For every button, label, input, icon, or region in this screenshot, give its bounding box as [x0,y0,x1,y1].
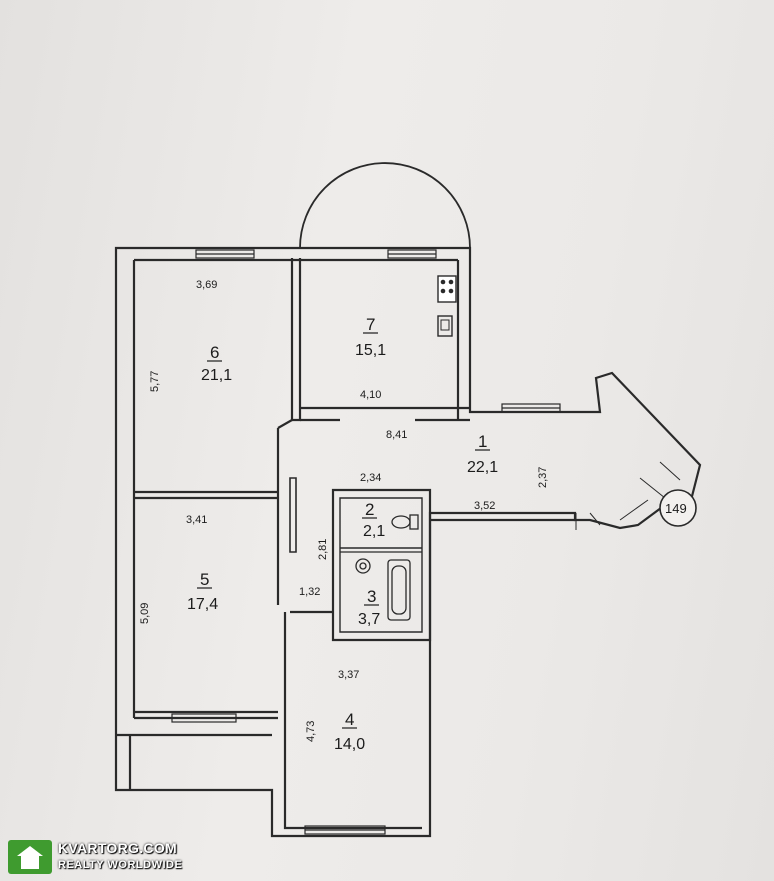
dim-corridor: 3,52 [474,500,495,512]
room-7-number: 7 [366,315,375,334]
toilet-icon [391,514,419,530]
dim-bath-length: 2,81 [317,539,329,560]
dim-room5-length: 5,09 [139,603,151,624]
room-3-area: 3,7 [358,611,380,628]
room-4-area: 14,0 [334,736,365,753]
apartment-number-marker: 149 [659,489,697,527]
dim-room7-width: 4,10 [360,389,381,401]
dim-hall-length: 8,41 [386,429,407,441]
dim-hall-inner: 2,34 [360,472,381,484]
room-5-number: 5 [200,570,209,589]
room-1-area: 22,1 [467,459,498,476]
stove-icon [437,275,457,303]
room-4-number: 4 [345,710,354,729]
walls [114,162,702,838]
room-labels: 6 21,1 7 15,1 1 22,1 2 2,1 3 3,7 5 17,4 … [187,315,498,753]
house-icon [8,840,52,874]
dim-passage: 1,32 [299,586,320,598]
dim-room6-width: 3,69 [196,279,217,291]
bathtub-icon [387,559,411,621]
room-number-underlines [197,332,490,729]
dim-room5-width: 3,41 [186,514,207,526]
apartment-number: 149 [665,501,687,516]
dimension-labels: 3,69 5,77 4,10 8,41 2,37 2,34 3,52 3,41 … [139,279,549,742]
room-1-number: 1 [478,432,487,451]
room-2-number: 2 [365,500,374,519]
dim-hall-depth: 2,37 [537,467,549,488]
dim-room4-width: 3,37 [338,669,359,681]
dim-room4-length: 4,73 [305,721,317,742]
room-3-number: 3 [367,587,376,606]
door-swings [345,407,681,530]
watermark-name: KVARTORG.COM [58,840,177,856]
room-2-area: 2,1 [363,523,385,540]
room-6-area: 21,1 [201,367,232,384]
windows [171,249,561,835]
washbasin-icon [355,558,371,574]
kitchen-sink-icon [437,315,453,337]
room-5-area: 17,4 [187,596,218,613]
room-6-number: 6 [210,343,219,362]
watermark-logo: KVARTORG.COM REALTY WORLDWIDE [8,838,188,876]
dim-room6-length: 5,77 [149,371,161,392]
watermark-tagline: REALTY WORLDWIDE [58,859,183,871]
room-7-area: 15,1 [355,342,386,359]
